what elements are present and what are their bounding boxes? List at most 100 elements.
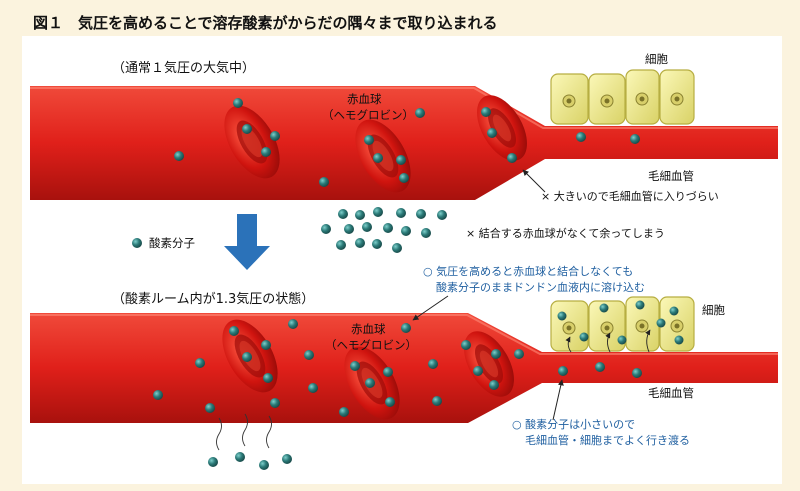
uptake-arrow <box>605 332 611 353</box>
bottom-rbc-sublabel: （ヘモグロビン） <box>325 338 417 352</box>
oxygen-molecule <box>656 318 666 328</box>
cell <box>550 300 589 352</box>
top-note-excess: × 結合する赤血球がなくて余ってしまう <box>466 226 665 240</box>
oxygen-molecule <box>242 124 252 134</box>
oxygen-molecule <box>270 398 280 408</box>
oxygen-molecule <box>437 210 447 220</box>
oxygen-molecule <box>373 207 383 217</box>
bottom-cells-label: 細胞 <box>702 303 725 317</box>
oxygen-molecule <box>401 226 411 236</box>
top-oxygen-molecules <box>174 98 640 187</box>
oxygen-molecule <box>350 361 360 371</box>
cell <box>625 296 660 352</box>
bottom-note-increase-2: 酸素分子のままドンドン血液内に溶け込む <box>436 280 645 294</box>
oxygen-molecule <box>383 367 393 377</box>
oxygen-molecule <box>595 362 605 372</box>
bottom-rbc-label: 赤血球 <box>351 322 386 336</box>
top-rbc-label: 赤血球 <box>347 92 382 106</box>
oxygen-molecule <box>259 460 269 470</box>
bottom-note-small-2: 毛細血管・細胞までよく行き渡る <box>525 433 690 447</box>
oxygen-molecule <box>308 383 318 393</box>
oxygen-molecule <box>355 210 365 220</box>
oxygen-molecule <box>617 335 627 345</box>
oxygen-molecule <box>428 359 438 369</box>
oxygen-molecule <box>473 366 483 376</box>
top-rbc-sublabel: （ヘモグロビン） <box>322 108 414 122</box>
top-capillary-label: 毛細血管 <box>648 169 694 183</box>
figure-title: 図１ 気圧を高めることで溶存酸素がからだの隅々まで取り込まれる <box>33 14 498 32</box>
bottom-increase-arrow <box>412 295 449 321</box>
oxygen-molecule <box>235 452 245 462</box>
oxygen-molecule <box>153 390 163 400</box>
cell <box>588 73 626 125</box>
oxygen-molecule <box>242 352 252 362</box>
oxygen-molecule <box>339 407 349 417</box>
oxygen-molecule <box>557 311 567 321</box>
oxygen-molecule <box>579 332 589 342</box>
oxygen-molecule <box>383 223 393 233</box>
uptake-arrow <box>565 336 572 353</box>
oxygen-molecule <box>373 153 383 163</box>
oxygen-molecule <box>344 224 354 234</box>
cell <box>659 69 695 125</box>
oxygen-molecule <box>365 378 375 388</box>
oxygen-molecule <box>630 134 640 144</box>
oxygen-molecule <box>321 224 331 234</box>
cell <box>588 300 626 352</box>
bottom-oxygen-molecules <box>153 319 642 417</box>
oxygen-molecule <box>401 323 411 333</box>
inflow-line <box>266 415 272 449</box>
oxygen-molecule <box>674 335 684 345</box>
oxygen-molecule <box>635 300 645 310</box>
oxygen-molecule <box>396 208 406 218</box>
oxygen-molecule <box>599 303 609 313</box>
top-blood-vessel <box>30 86 778 200</box>
legend-oxygen-icon <box>132 238 142 248</box>
oxygen-molecule <box>396 155 406 165</box>
oxygen-molecule <box>481 107 491 117</box>
bottom-vessel-highlight <box>30 314 778 355</box>
oxygen-molecule <box>336 240 346 250</box>
oxygen-molecule <box>319 177 329 187</box>
legend-oxygen-label: 酸素分子 <box>149 236 195 250</box>
oxygen-molecule <box>514 349 524 359</box>
oxygen-molecule <box>421 228 431 238</box>
top-rbc <box>224 105 280 179</box>
oxygen-molecule <box>282 454 292 464</box>
oxygen-molecule <box>372 239 382 249</box>
oxygen-molecule <box>364 135 374 145</box>
top-cell-group <box>550 69 695 125</box>
oxygen-molecule <box>487 128 497 138</box>
inflow-line <box>242 413 248 447</box>
oxygen-molecule <box>432 396 442 406</box>
oxygen-molecule <box>399 173 409 183</box>
oxygen-molecule <box>461 340 471 350</box>
oxygen-molecule <box>632 368 642 378</box>
oxygen-molecule <box>669 306 679 316</box>
oxygen-molecule <box>362 222 372 232</box>
top-note-big: × 大きいので毛細血管に入りづらい <box>541 189 719 203</box>
oxygen-molecule <box>270 131 280 141</box>
oxygen-molecule <box>415 108 425 118</box>
cell <box>625 69 660 125</box>
top-big-arrow <box>522 169 546 193</box>
oxygen-molecule <box>233 98 243 108</box>
oxygen-molecule <box>195 358 205 368</box>
bottom-blood-vessel <box>30 313 778 423</box>
oxygen-inflow <box>208 413 292 470</box>
uptake-arrow <box>645 329 651 353</box>
bottom-note-increase-1: ○ 気圧を高めると赤血球と結合しなくても <box>423 264 633 278</box>
oxygen-molecule <box>355 238 365 248</box>
oxygen-molecule <box>174 151 184 161</box>
top-cells-label: 細胞 <box>645 52 668 66</box>
oxygen-molecule <box>263 373 273 383</box>
bottom-capillary-label: 毛細血管 <box>648 386 694 400</box>
oxygen-molecule <box>288 319 298 329</box>
oxygen-molecule <box>229 326 239 336</box>
oxygen-molecule <box>416 209 426 219</box>
oxygen-molecule <box>558 366 568 376</box>
oxygen-molecule <box>576 132 586 142</box>
oxygen-molecule <box>489 380 499 390</box>
cell <box>550 73 589 125</box>
